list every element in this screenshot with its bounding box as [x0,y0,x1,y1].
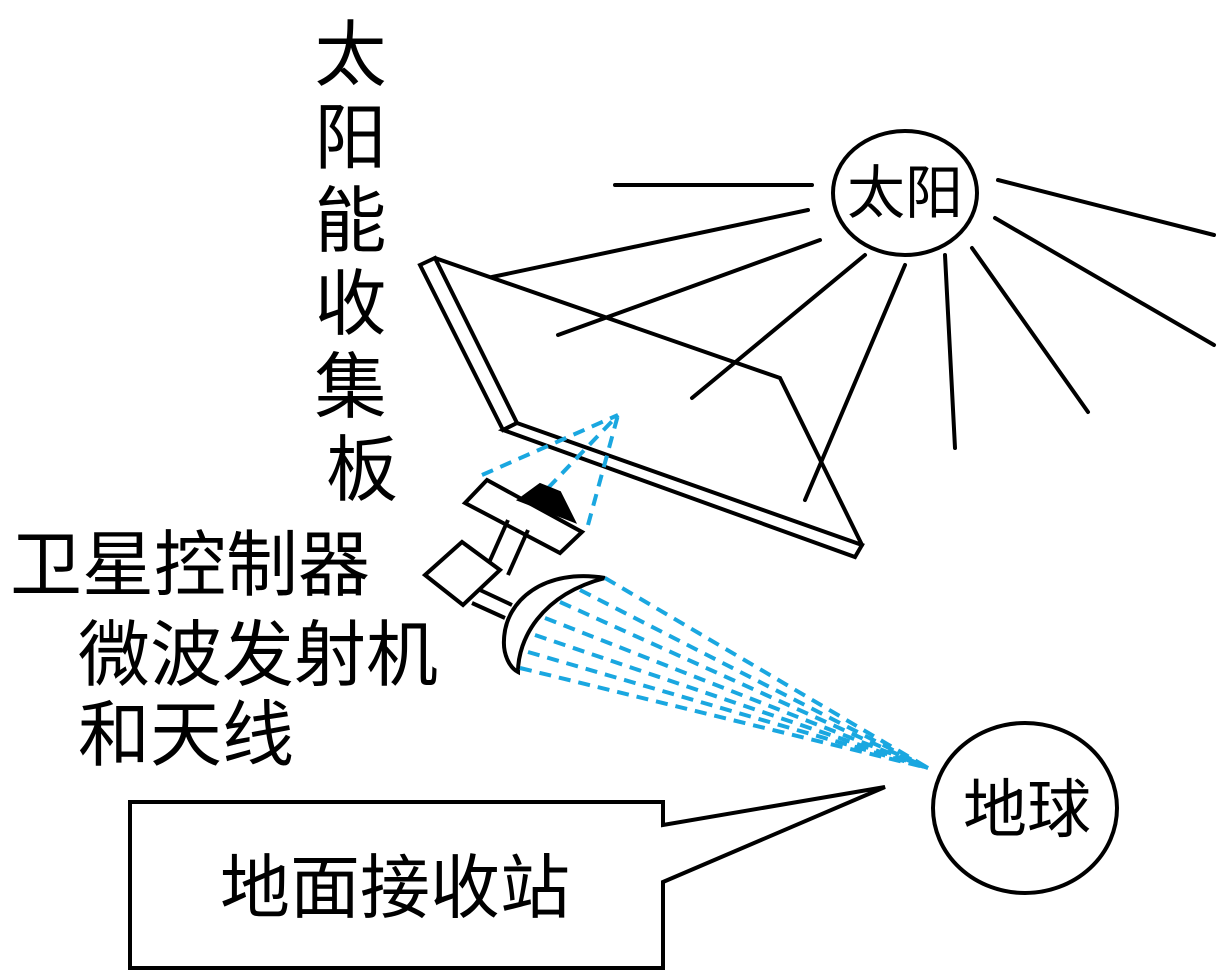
beam-line [544,616,929,770]
beam-line [546,413,620,490]
connector-rod [506,529,530,576]
transmitter-label-line1: 微波发射机 [78,613,438,697]
controller-box [461,477,586,556]
callout-box [128,785,886,970]
beam-line [519,666,929,770]
transmitter-box [421,539,504,608]
beam-line [527,650,929,770]
solar-collector-panel [417,255,865,560]
earth-label: 地球 [963,774,1091,848]
connector-rod [486,519,510,566]
beam-line [534,633,929,770]
controller-top [515,482,578,524]
beam-line [579,588,929,770]
sun-ray [943,253,957,450]
earth: 地球 [931,721,1119,895]
beam-line [603,576,930,770]
sun-ray [690,253,867,400]
satellite-assembly [421,477,606,676]
transmitter-label-line2: 和天线 [78,693,294,777]
solar-panel-label-text: 太 阳 能 收 集 板 [315,13,410,512]
sun-ray [803,263,907,502]
panel-left-edge [417,255,520,433]
upper-beam [481,413,620,526]
lower-beam [519,576,930,770]
ground-station-callout: 地面接收站 [128,785,886,970]
earth-circle [931,721,1119,895]
label-char: 集 [315,345,387,429]
ground-station-label: 地面接收站 [220,847,570,929]
solar-panel-label: 太 阳 能 收 集 板 [315,13,410,512]
satellite-controller-label: 卫星控制器 [10,523,370,607]
label-char: 板 [326,428,398,512]
antenna-dish-icon [501,574,606,676]
sun: 太阳 [831,129,979,257]
label-char: 太 [315,13,387,97]
sun-ray [993,216,1216,347]
sun-ray [996,178,1216,237]
label-char: 能 [315,179,387,263]
label-char: 阳 [315,96,387,180]
panel-outline [433,256,864,547]
connector-rod [479,588,513,607]
label-char: 收 [315,262,387,346]
sun-circle [831,129,979,257]
beam-line [559,600,929,770]
beam-line [481,413,619,477]
sun-ray [490,208,810,279]
connector-rod [471,601,506,620]
sun-ray [556,238,822,337]
sun-label: 太阳 [847,159,963,227]
sun-ray [970,246,1090,414]
